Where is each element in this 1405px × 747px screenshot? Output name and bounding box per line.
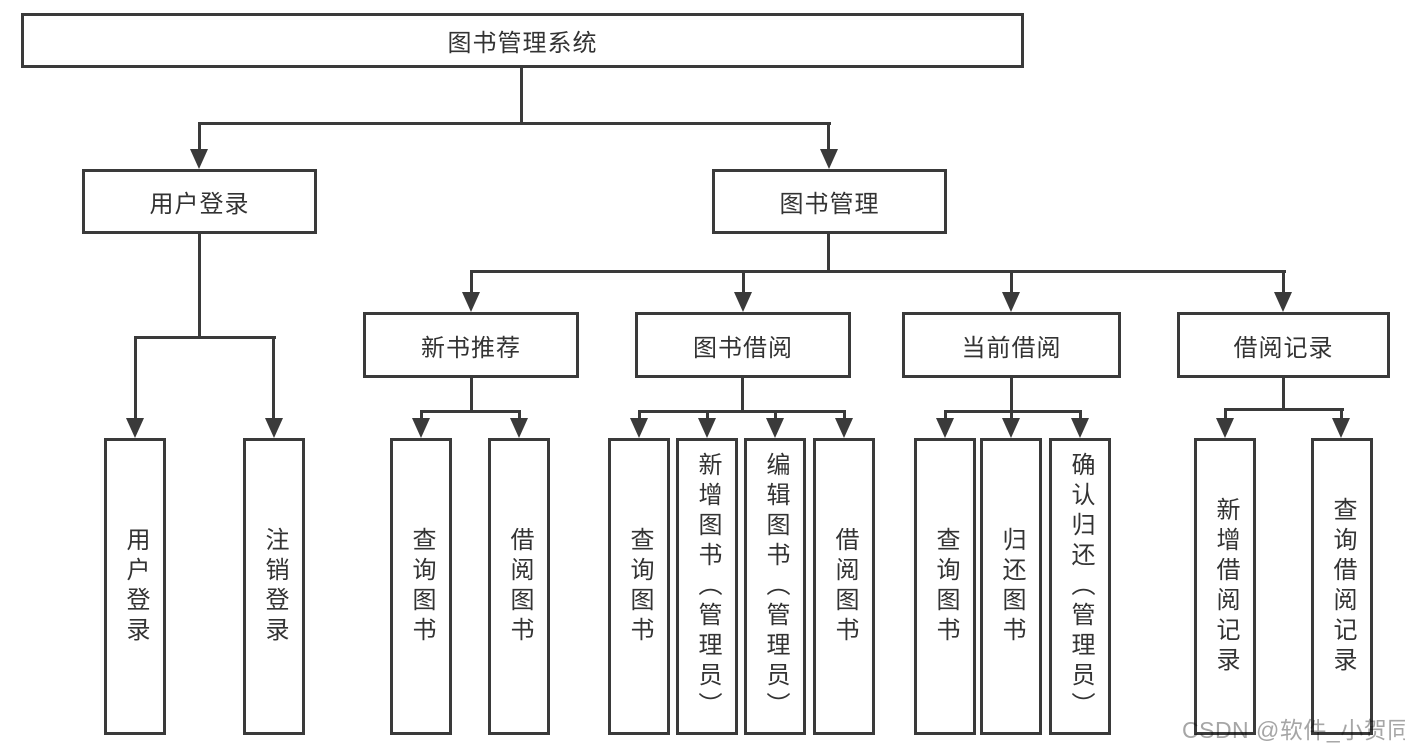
watermark: CSDN @软件_小贺同学 xyxy=(1182,717,1405,743)
arrow-down-icon xyxy=(698,418,716,438)
leaf-add-borrow-record: 新增借阅记录 xyxy=(1194,438,1256,735)
node-current-borrow: 当前借阅 xyxy=(902,312,1121,378)
connector-line xyxy=(827,122,830,151)
connector-line xyxy=(944,410,947,419)
arrow-down-icon xyxy=(734,292,752,312)
connector-line xyxy=(742,270,745,293)
arrow-down-icon xyxy=(820,149,838,169)
connector-line xyxy=(1282,378,1285,408)
leaf-confirm-return-admin: 确认归还（管理员） xyxy=(1049,438,1111,735)
leaf-return-books: 归还图书 xyxy=(980,438,1042,735)
connector-line xyxy=(518,410,521,419)
leaf-user-login: 用户登录 xyxy=(104,438,166,735)
arrow-down-icon xyxy=(126,418,144,438)
arrow-down-icon xyxy=(936,418,954,438)
leaf-query-books-3: 查询图书 xyxy=(914,438,976,735)
arrow-down-icon xyxy=(1002,292,1020,312)
connector-line xyxy=(198,122,201,151)
leaf-query-borrow-record: 查询借阅记录 xyxy=(1311,438,1373,735)
connector-line xyxy=(1079,410,1082,419)
node-user-login: 用户登录 xyxy=(82,169,317,234)
arrow-down-icon xyxy=(1216,418,1234,438)
node-new-book-recommend: 新书推荐 xyxy=(363,312,579,378)
leaf-query-books-1: 查询图书 xyxy=(390,438,452,735)
connector-line xyxy=(1010,270,1013,293)
arrow-down-icon xyxy=(412,418,430,438)
arrow-down-icon xyxy=(265,418,283,438)
node-borrow-records: 借阅记录 xyxy=(1177,312,1390,378)
node-book-management: 图书管理 xyxy=(712,169,947,234)
leaf-borrow-books-2: 借阅图书 xyxy=(813,438,875,735)
connector-line xyxy=(1282,270,1285,293)
arrow-down-icon xyxy=(1002,418,1020,438)
connector-line xyxy=(945,410,1082,413)
connector-line xyxy=(774,410,777,419)
arrow-down-icon xyxy=(1071,418,1089,438)
connector-line xyxy=(1225,408,1344,411)
arrow-down-icon xyxy=(190,149,208,169)
connector-line xyxy=(1340,408,1343,419)
connector-line xyxy=(470,378,473,410)
connector-line xyxy=(470,270,473,293)
connector-line xyxy=(1010,410,1013,419)
arrow-down-icon xyxy=(766,418,784,438)
connector-line xyxy=(470,270,1286,273)
arrow-down-icon xyxy=(1274,292,1292,312)
connector-line xyxy=(741,378,744,410)
connector-line xyxy=(198,122,831,125)
arrow-down-icon xyxy=(1332,418,1350,438)
connector-line xyxy=(639,410,846,413)
node-book-borrow: 图书借阅 xyxy=(635,312,851,378)
connector-line xyxy=(843,410,846,419)
node-root: 图书管理系统 xyxy=(21,13,1024,68)
connector-line xyxy=(706,410,709,419)
leaf-logout: 注销登录 xyxy=(243,438,305,735)
arrow-down-icon xyxy=(510,418,528,438)
arrow-down-icon xyxy=(462,292,480,312)
connector-line xyxy=(420,410,423,419)
connector-line xyxy=(1224,408,1227,419)
leaf-borrow-books-1: 借阅图书 xyxy=(488,438,550,735)
connector-line xyxy=(198,234,201,336)
connector-line xyxy=(1010,378,1013,410)
connector-line xyxy=(520,68,523,122)
connector-line xyxy=(638,410,641,419)
connector-line xyxy=(134,336,276,339)
leaf-edit-books-admin: 编辑图书（管理员） xyxy=(744,438,806,735)
connector-line xyxy=(134,336,137,421)
leaf-query-books-2: 查询图书 xyxy=(608,438,670,735)
connector-line xyxy=(272,336,275,421)
connector-line xyxy=(421,410,521,413)
leaf-add-books-admin: 新增图书（管理员） xyxy=(676,438,738,735)
arrow-down-icon xyxy=(835,418,853,438)
connector-line xyxy=(827,234,830,273)
arrow-down-icon xyxy=(630,418,648,438)
